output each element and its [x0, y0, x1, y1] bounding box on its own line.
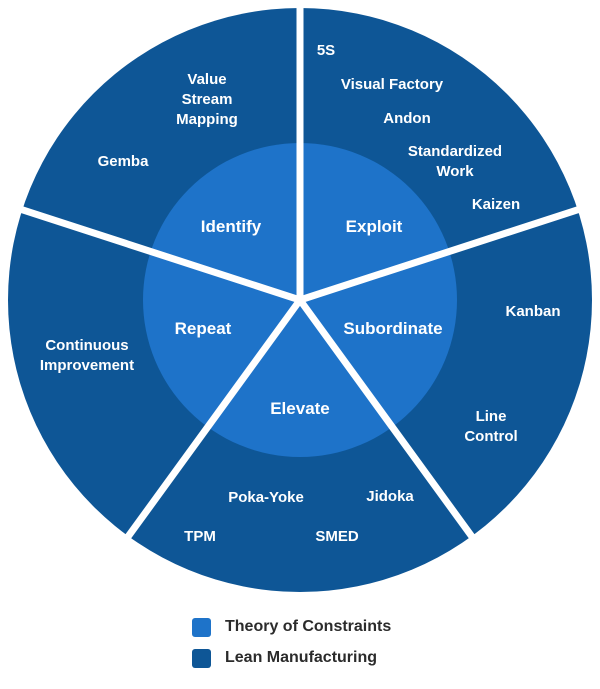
outer-label-line: Kanban [505, 303, 560, 320]
outer-label-line: Value [187, 71, 226, 88]
outer-label-line: Continuous [45, 337, 128, 354]
legend-item-theory-of-constraints: Theory of Constraints [192, 616, 391, 638]
legend-swatch-lean-manufacturing [192, 648, 211, 668]
segment-dividers [15, 2, 585, 544]
legend-swatch-theory-of-constraints [192, 617, 211, 637]
outer-label-line: SMED [315, 528, 359, 545]
inner-label-repeat: Repeat [175, 319, 232, 338]
outer-label-line: Control [464, 428, 517, 445]
outer-label-smed: SMED [315, 528, 359, 545]
outer-label-gemba: Gemba [98, 153, 150, 170]
outer-label-tpm: TPM [184, 528, 216, 545]
inner-label-subordinate: Subordinate [343, 319, 442, 338]
outer-label-line: Mapping [176, 111, 238, 128]
outer-label-line: Gemba [98, 153, 150, 170]
outer-label-line: Jidoka [366, 488, 414, 505]
outer-label-line: Poka-Yoke [228, 489, 304, 506]
legend-item-lean-manufacturing: Lean Manufacturing [192, 647, 391, 669]
outer-label-kanban: Kanban [505, 303, 560, 320]
legend: Theory of Constraints Lean Manufacturing [192, 616, 391, 678]
outer-label-andon: Andon [383, 110, 430, 127]
divider-line-4 [122, 297, 303, 544]
legend-label-lean-manufacturing: Lean Manufacturing [225, 649, 378, 666]
inner-label-exploit: Exploit [346, 217, 403, 236]
divider-line-5 [15, 204, 302, 304]
outer-label-line: Standardized [408, 143, 502, 160]
outer-label-line: Improvement [40, 357, 134, 374]
outer-label-line: Stream [182, 91, 233, 108]
outer-label-line: 5S [317, 42, 335, 59]
outer-label-5s: 5S [317, 42, 335, 59]
outer-label-kaizen: Kaizen [472, 196, 520, 213]
outer-label-line: TPM [184, 528, 216, 545]
outer-label-line: Kaizen [472, 196, 520, 213]
legend-label-theory-of-constraints: Theory of Constraints [225, 618, 392, 635]
outer-label-line: Work [436, 163, 474, 180]
outer-label-line: Visual Factory [341, 76, 444, 93]
outer-label-jidoka: Jidoka [366, 488, 414, 505]
divider-line-2 [298, 204, 585, 304]
outer-label-line: Andon [383, 110, 430, 127]
outer-label-poka-yoke: Poka-Yoke [228, 489, 304, 506]
outer-label-visual-factory: Visual Factory [341, 76, 444, 93]
inner-label-identify: Identify [201, 217, 262, 236]
outer-label-line: Line [476, 408, 507, 425]
divider-line-3 [297, 297, 478, 544]
inner-label-elevate: Elevate [270, 399, 330, 418]
